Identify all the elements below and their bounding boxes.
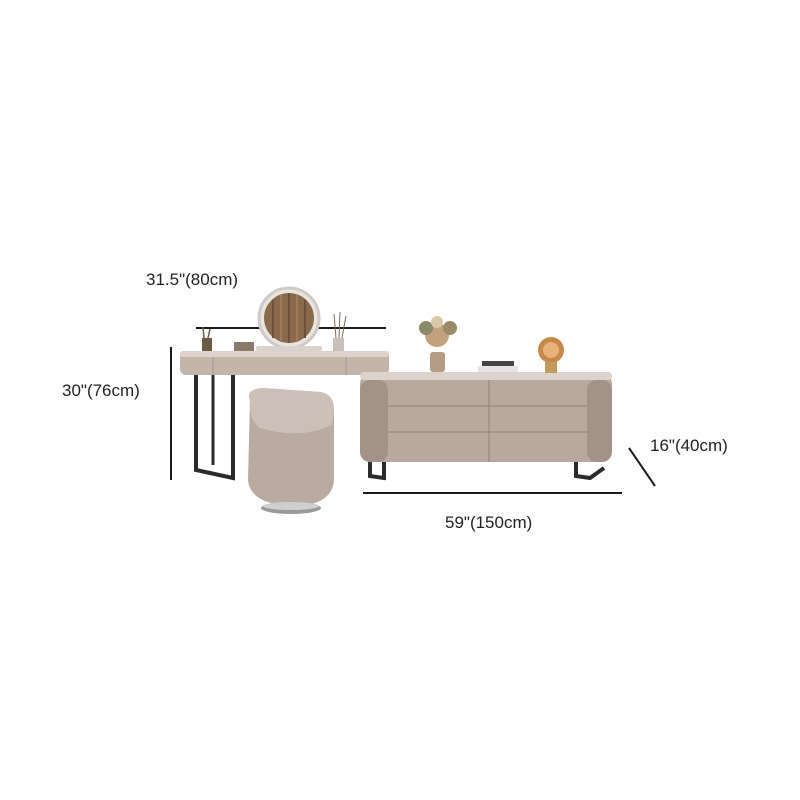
vanity-stool bbox=[248, 388, 334, 514]
round-mirror bbox=[256, 286, 322, 351]
vanity-desk bbox=[180, 351, 389, 481]
width-dimension-label: 31.5"(80cm) bbox=[146, 270, 239, 289]
dresser-cabinet bbox=[360, 372, 612, 481]
cabinet-decor bbox=[419, 316, 564, 373]
desk-accessories bbox=[202, 311, 347, 351]
depth-dimension-label: 16"(40cm) bbox=[650, 436, 728, 455]
height-dimension-label: 30"(76cm) bbox=[62, 381, 140, 400]
length-dimension-label: 59"(150cm) bbox=[445, 513, 533, 532]
depth-dimension-line bbox=[628, 447, 656, 487]
